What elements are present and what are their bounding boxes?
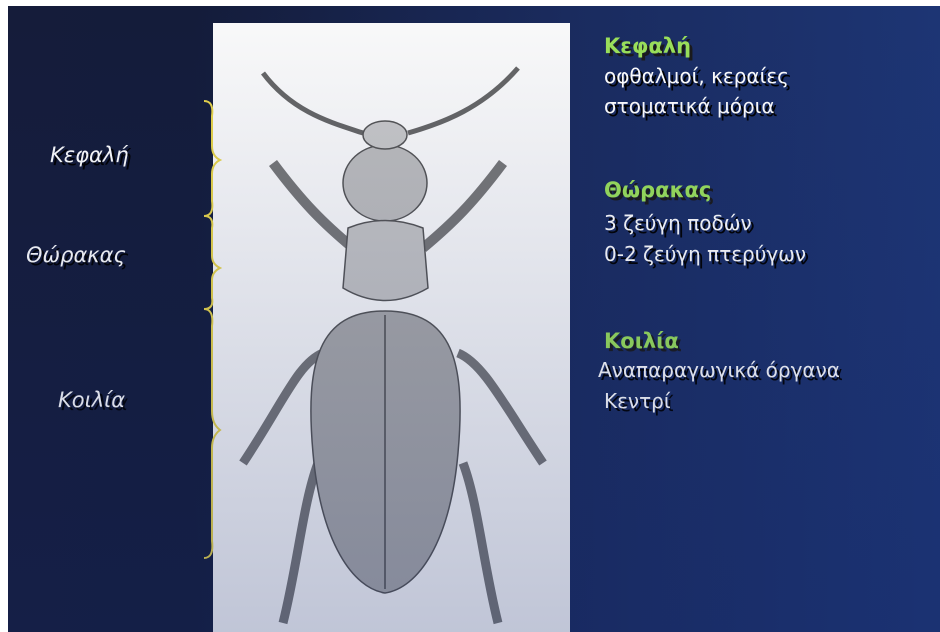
section-line: Αναπαραγωγικά όργανα [598, 358, 840, 382]
section-line: 3 ζεύγη ποδών [604, 211, 752, 235]
abdomen-label: Κοιλία [58, 388, 125, 412]
section-heading-thorax: Θώρακας [604, 178, 711, 202]
slide-background: Κεφαλή Θώρακας Κοιλία Κεφαλή οφθαλμοί, κ… [8, 6, 940, 632]
brace-group [8, 6, 940, 632]
section-line: Κεντρί [604, 389, 671, 413]
head-label: Κεφαλή [50, 143, 129, 167]
section-line: οφθαλμοί, κεραίες [604, 64, 789, 88]
section-heading-head: Κεφαλή [604, 34, 691, 58]
thorax-label: Θώρακας [26, 243, 126, 267]
section-heading-abdomen: Κοιλία [604, 329, 679, 353]
section-line: 0-2 ζεύγη πτερύγων [604, 242, 806, 266]
abdomen-brace [204, 309, 220, 558]
thorax-brace [204, 216, 220, 309]
head-brace [204, 101, 220, 216]
section-line: στοματικά μόρια [604, 94, 775, 118]
